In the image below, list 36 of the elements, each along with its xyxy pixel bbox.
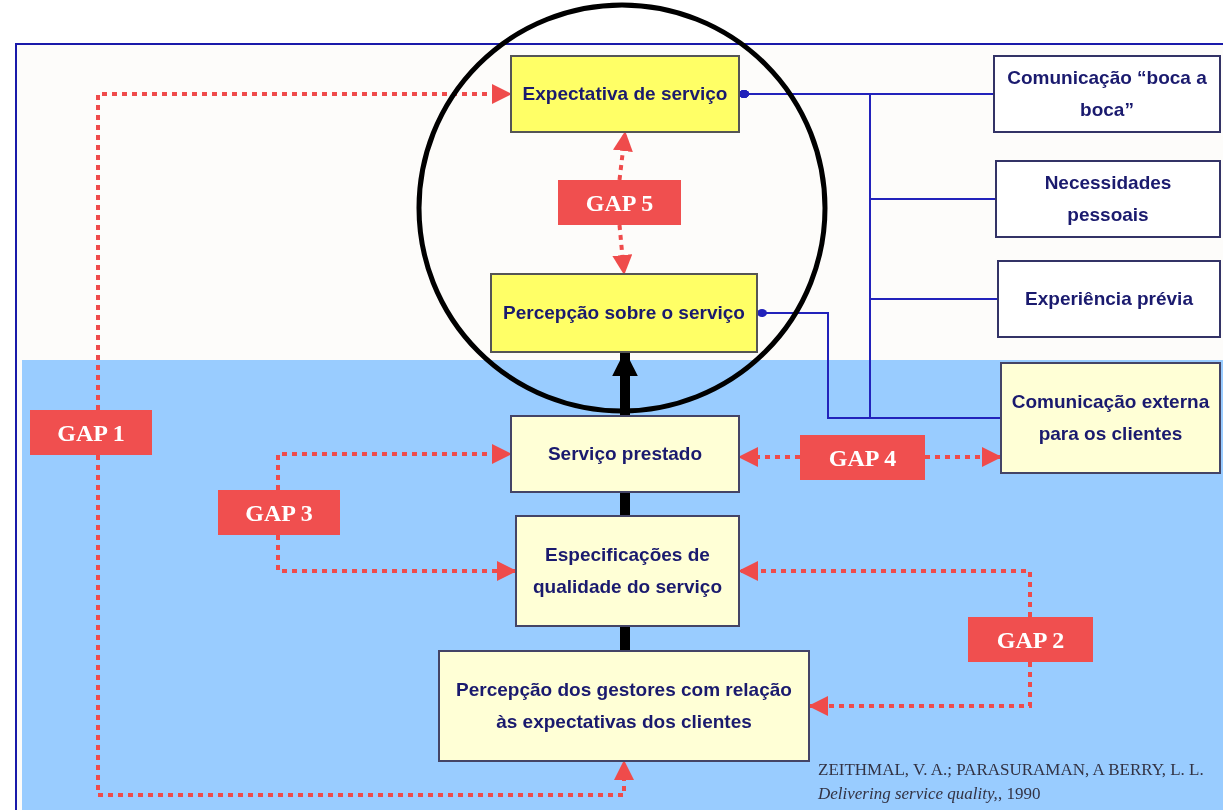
process-box [1000, 362, 1221, 474]
gap-label [968, 617, 1093, 662]
node-text: GAP 2 [996, 625, 1065, 655]
factor-box [993, 55, 1221, 133]
gap-label [30, 410, 152, 455]
citation-text: ZEITHMAL, V. A.; PARASURAMAN, A BERRY, L. L. Delivering service quality,, 1990 [818, 759, 1205, 805]
node-text: Experiência prévia [1025, 287, 1193, 311]
dotted-arrow [613, 131, 633, 181]
dotted-arrow [96, 455, 634, 797]
factor-box [997, 260, 1221, 338]
gap-label [218, 490, 340, 535]
factor-box [995, 160, 1221, 238]
node-text: Comunicação “boca a boca” [1006, 66, 1208, 122]
process-box [438, 650, 810, 762]
node-text: GAP 3 [245, 498, 313, 528]
dotted-arrow [276, 444, 512, 490]
node-text: Expectativa de serviço [522, 82, 728, 106]
node-text: Necessidades pessoais [1043, 171, 1173, 227]
process-box [510, 415, 740, 493]
process-box [515, 515, 740, 627]
dotted-arrow [925, 447, 1002, 467]
node-text: Serviço prestado [547, 442, 703, 466]
process-box [490, 273, 758, 353]
process-box [510, 55, 740, 133]
node-text: Percepção dos gestores com relação às expectativas dos clientes [455, 678, 793, 734]
node-text: Percepção sobre o serviço [503, 301, 745, 325]
node-text: GAP 1 [57, 418, 125, 448]
dotted-arrow [276, 535, 517, 581]
gap-label [800, 435, 925, 480]
node-text: GAP 5 [585, 188, 654, 218]
node-text: Comunicação externa para os clientes [1010, 390, 1211, 446]
dotted-arrow [96, 84, 512, 410]
dotted-arrow [612, 224, 633, 275]
gap-label [558, 180, 681, 225]
node-text: Especificações de qualidade do serviço [532, 543, 723, 599]
node-text: GAP 4 [828, 443, 897, 473]
